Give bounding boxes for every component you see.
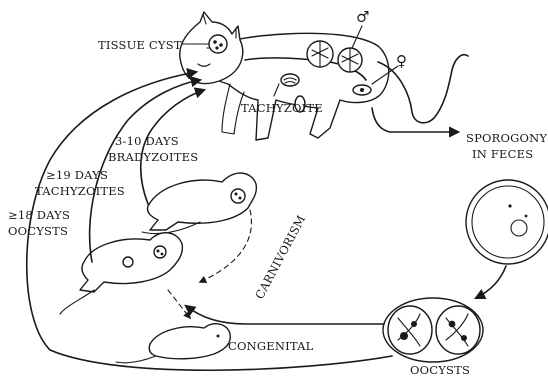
cat-illustration <box>180 12 468 140</box>
label-sporogony: SPOROGONY <box>466 131 547 145</box>
arrow-oocysts-to-mouse <box>186 306 384 324</box>
label-bradyzoite-days: 3-10 DAYS <box>115 134 179 148</box>
label-congenital: CONGENITAL <box>228 339 314 353</box>
label-tachyzoite: TACHYZOITE <box>241 101 323 115</box>
arrow-sporogony-to-oocysts <box>476 266 506 298</box>
mouse-congenital <box>116 324 230 363</box>
label-oocyst-days: ≥18 DAYS <box>8 208 70 222</box>
male-symbol: ♂ <box>356 8 370 26</box>
label-tachy-days: ≥19 DAYS <box>46 168 108 182</box>
mouse-bradyzoite <box>142 173 256 233</box>
label-in-feces: IN FECES <box>472 147 533 161</box>
mouse-tachyzoite <box>60 233 182 314</box>
label-tissue-cyst: TISSUE CYST <box>98 38 182 52</box>
sporogony-oocyst <box>466 180 548 264</box>
label-carnivorism: CARNIVORISM <box>252 213 308 302</box>
label-bradyzoites: BRADYZOITES <box>108 150 198 164</box>
label-oocysts-left: OOCYSTS <box>8 224 68 238</box>
arrow-congenital <box>168 290 190 318</box>
label-oocysts-bottom: OOCYSTS <box>410 363 470 377</box>
sporulated-oocysts <box>383 298 483 362</box>
female-symbol: ♀ <box>396 52 407 70</box>
label-tachyzoites: TACHYZOITES <box>35 184 125 198</box>
